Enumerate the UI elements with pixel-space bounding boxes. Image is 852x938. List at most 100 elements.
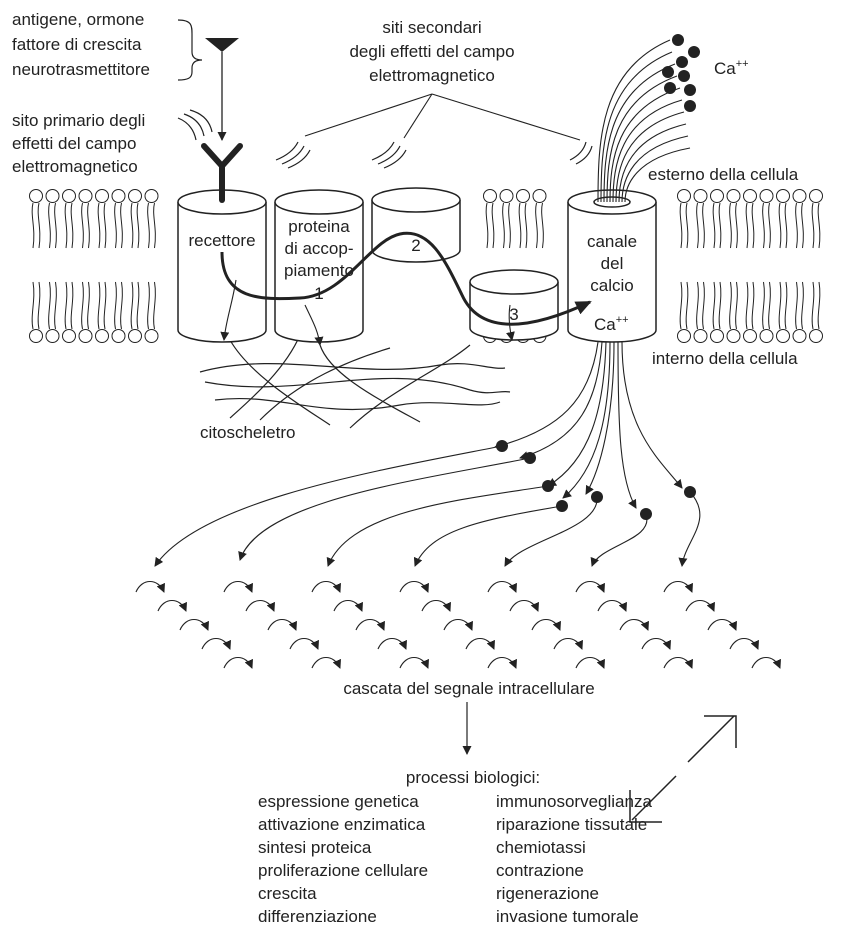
- intracellular-cascade-arcs: [135, 580, 781, 669]
- cascade-branches: [154, 445, 701, 567]
- channel-label-line-1: canale: [587, 232, 637, 251]
- phospholipid: [809, 189, 823, 343]
- cytoskeleton-label: citoscheletro: [200, 423, 295, 442]
- cascade-arc-arrow: [465, 637, 495, 650]
- cascade-arc-arrow: [201, 637, 231, 650]
- secondary-sites-line-2: degli effetti del campo: [349, 42, 514, 61]
- primary-site-line-2: effetti del campo: [12, 134, 136, 153]
- cascade-arc-arrow: [223, 580, 253, 593]
- cascade-arc-arrow: [399, 656, 429, 669]
- primary-site-line-3: elettromagnetico: [12, 157, 138, 176]
- calcium-flux-inside: [494, 341, 683, 509]
- calcium-inside-label: Ca++: [594, 314, 629, 334]
- cascade-arc-arrow: [223, 656, 253, 669]
- processes-title: processi biologici:: [406, 768, 540, 787]
- process-item: differenziazione: [258, 907, 377, 926]
- phospholipid: [759, 189, 774, 343]
- phospholipid: [62, 189, 76, 343]
- receptor-y-icon: [201, 143, 243, 203]
- primary-site-line-1: sito primario degli: [12, 111, 145, 130]
- cytoskeleton-fibers: [199, 334, 511, 429]
- secondary-site-pointers: [304, 93, 581, 141]
- phospholipid: [743, 189, 757, 343]
- cascade-arc-arrow: [531, 618, 561, 631]
- cascade-arc-arrow: [157, 599, 187, 612]
- secondary-sites-line-3: elettromagnetico: [369, 66, 495, 85]
- process-item: contrazione: [496, 861, 584, 880]
- cascade-arc-arrow: [663, 656, 693, 669]
- cascade-arc-arrow: [421, 599, 451, 612]
- process-item: crescita: [258, 884, 317, 903]
- channel-label-line-2: del: [601, 254, 624, 273]
- outside-cell-label: esterno della cellula: [648, 165, 799, 184]
- cascade-arc-arrow: [575, 580, 605, 593]
- coupling-label-line-3: piamento: [284, 261, 354, 280]
- process-item: espressione genetica: [258, 792, 419, 811]
- cascade-arc-arrow: [619, 618, 649, 631]
- cascade-arc-arrow: [729, 637, 759, 650]
- coupling-protein: [274, 189, 364, 343]
- process-item: riparazione tissutale: [496, 815, 647, 834]
- process-item: sintesi proteica: [258, 838, 372, 857]
- phospholipid: [29, 189, 43, 343]
- cascade-arc-arrow: [575, 656, 605, 669]
- cascade-arc-arrow: [487, 656, 517, 669]
- cascade-arc-arrow: [685, 599, 715, 612]
- phospholipid: [726, 189, 741, 343]
- phospholipid: [45, 189, 60, 343]
- cascade-arc-arrow: [333, 599, 363, 612]
- process-item: invasione tumorale: [496, 907, 639, 926]
- inside-cell-label: interno della cellula: [652, 349, 798, 368]
- calcium-outside-label: Ca++: [714, 58, 749, 78]
- calcium-ions-outside: [662, 34, 700, 112]
- receptor-label: recettore: [188, 231, 255, 250]
- calcium-flux-outside: [597, 39, 691, 203]
- cascade-arc-arrow: [135, 580, 165, 593]
- cascade-arc-arrow: [377, 637, 407, 650]
- cascade-arc-arrow: [311, 580, 341, 593]
- phospholipid: [144, 189, 159, 343]
- coupling-label-line-1: proteina: [288, 217, 350, 236]
- process-item: immunosorveglianza: [496, 792, 652, 811]
- coupling-label-line-2: di accop-: [285, 239, 354, 258]
- channel-label-line-3: calcio: [590, 276, 633, 295]
- em-field-waves: [177, 109, 593, 169]
- phospholipid: [776, 189, 790, 343]
- phospholipid: [710, 189, 724, 343]
- process-item: chemiotassi: [496, 838, 586, 857]
- cascade-arc-arrow: [399, 580, 429, 593]
- processes-left-list: espressione genetica attivazione enzimat…: [258, 792, 428, 926]
- cascade-arc-arrow: [267, 618, 297, 631]
- cascade-label: cascata del segnale intracellulare: [343, 679, 594, 698]
- process-item: attivazione enzimatica: [258, 815, 426, 834]
- effector-protein-2: [371, 187, 461, 263]
- cascade-arc-arrow: [751, 656, 781, 669]
- phospholipid: [677, 189, 691, 343]
- phospholipid: [78, 189, 93, 343]
- phospholipid: [95, 189, 109, 343]
- cascade-arc-arrow: [663, 580, 693, 593]
- cascade-arc-arrow: [487, 580, 517, 593]
- cytoskeleton-arrows: [220, 279, 515, 346]
- cascade-arc-arrow: [443, 618, 473, 631]
- cascade-arc-arrow: [179, 618, 209, 631]
- step-number-2: 2: [411, 236, 420, 255]
- cascade-arc-arrow: [289, 637, 319, 650]
- step-number-1: 1: [314, 284, 323, 303]
- cascade-arc-arrow: [707, 618, 737, 631]
- signal-label-line-3: neurotrasmettitore: [12, 60, 150, 79]
- process-item: rigenerazione: [496, 884, 599, 903]
- phospholipid: [693, 189, 708, 343]
- receptor-protein: [177, 189, 267, 343]
- phospholipid: [792, 189, 807, 343]
- calcium-ions-inside: [496, 440, 696, 520]
- signal-label-line-1: antigene, ormone: [12, 10, 144, 29]
- secondary-sites-line-1: siti secondari: [382, 18, 481, 37]
- cascade-arc-arrow: [641, 637, 671, 650]
- cascade-arc-arrow: [597, 599, 627, 612]
- phospholipid: [111, 189, 126, 343]
- effector-protein-3: [469, 269, 559, 341]
- signal-label-line-2: fattore di crescita: [12, 35, 142, 54]
- signal-pathway-arrow: [220, 231, 592, 326]
